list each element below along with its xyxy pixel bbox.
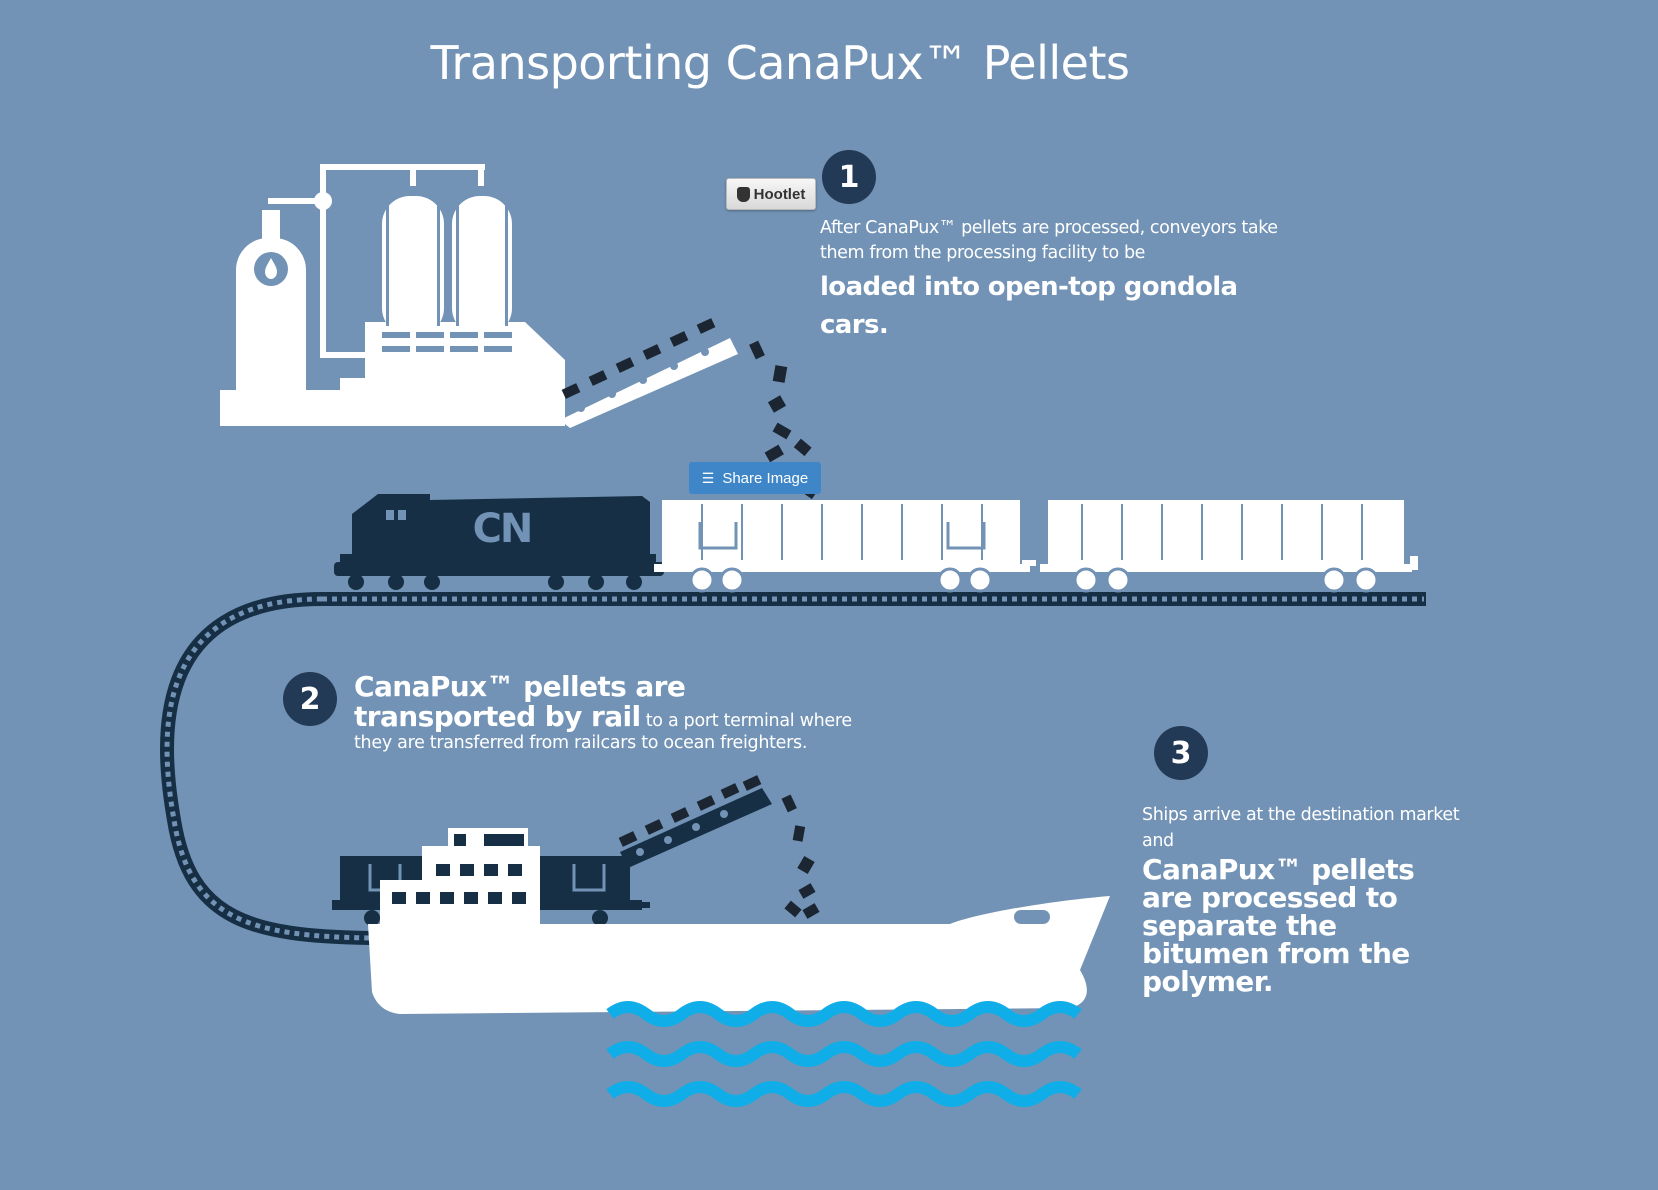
water-waves xyxy=(606,1001,1082,1107)
curved-track xyxy=(160,592,371,945)
step-3-highlight: CanaPux™ pellets are processed to separa… xyxy=(1142,853,1415,998)
share-image-label: Share Image xyxy=(722,469,809,487)
gondola-car-1 xyxy=(654,500,1036,593)
locomotive-logo: CN xyxy=(473,506,532,552)
owl-icon xyxy=(736,186,750,202)
step-2-description: to a port terminal where they are transf… xyxy=(354,711,852,753)
step-1-text: After CanaPux™ pellets are processed, co… xyxy=(820,216,1280,344)
share-image-button[interactable]: ☰ Share Image xyxy=(689,462,821,494)
step-2-highlight: CanaPux™ pellets are transported by rail xyxy=(354,670,686,733)
step-3-text: Ships arrive at the destination market a… xyxy=(1142,802,1462,996)
pellets-bottom xyxy=(618,775,820,919)
step-2-text: CanaPux™ pellets are transported by rail… xyxy=(354,672,874,754)
gondola-car-2 xyxy=(1040,500,1418,593)
step-3-description: Ships arrive at the destination market a… xyxy=(1142,805,1460,851)
droplet-icon xyxy=(265,258,277,279)
ship-porthole xyxy=(1014,910,1050,924)
step-1-badge: 1 xyxy=(822,150,876,204)
processing-facility xyxy=(220,164,738,428)
upper-track xyxy=(320,592,1426,606)
step-2-badge: 2 xyxy=(283,672,337,726)
ship-windows xyxy=(392,834,526,904)
hootlet-button[interactable]: Hootlet xyxy=(726,178,816,210)
layers-icon: ☰ xyxy=(701,469,715,486)
locomotive xyxy=(334,494,664,590)
step-1-description: After CanaPux™ pellets are processed, co… xyxy=(820,218,1278,263)
step-1-highlight: loaded into open-top gondola cars. xyxy=(820,272,1238,340)
hootlet-label: Hootlet xyxy=(753,185,806,203)
ship-conveyor xyxy=(620,788,772,868)
cargo-ship xyxy=(368,828,1110,1014)
step-3-badge: 3 xyxy=(1154,726,1208,780)
page-title: Transporting CanaPux™ Pellets xyxy=(430,36,1130,90)
